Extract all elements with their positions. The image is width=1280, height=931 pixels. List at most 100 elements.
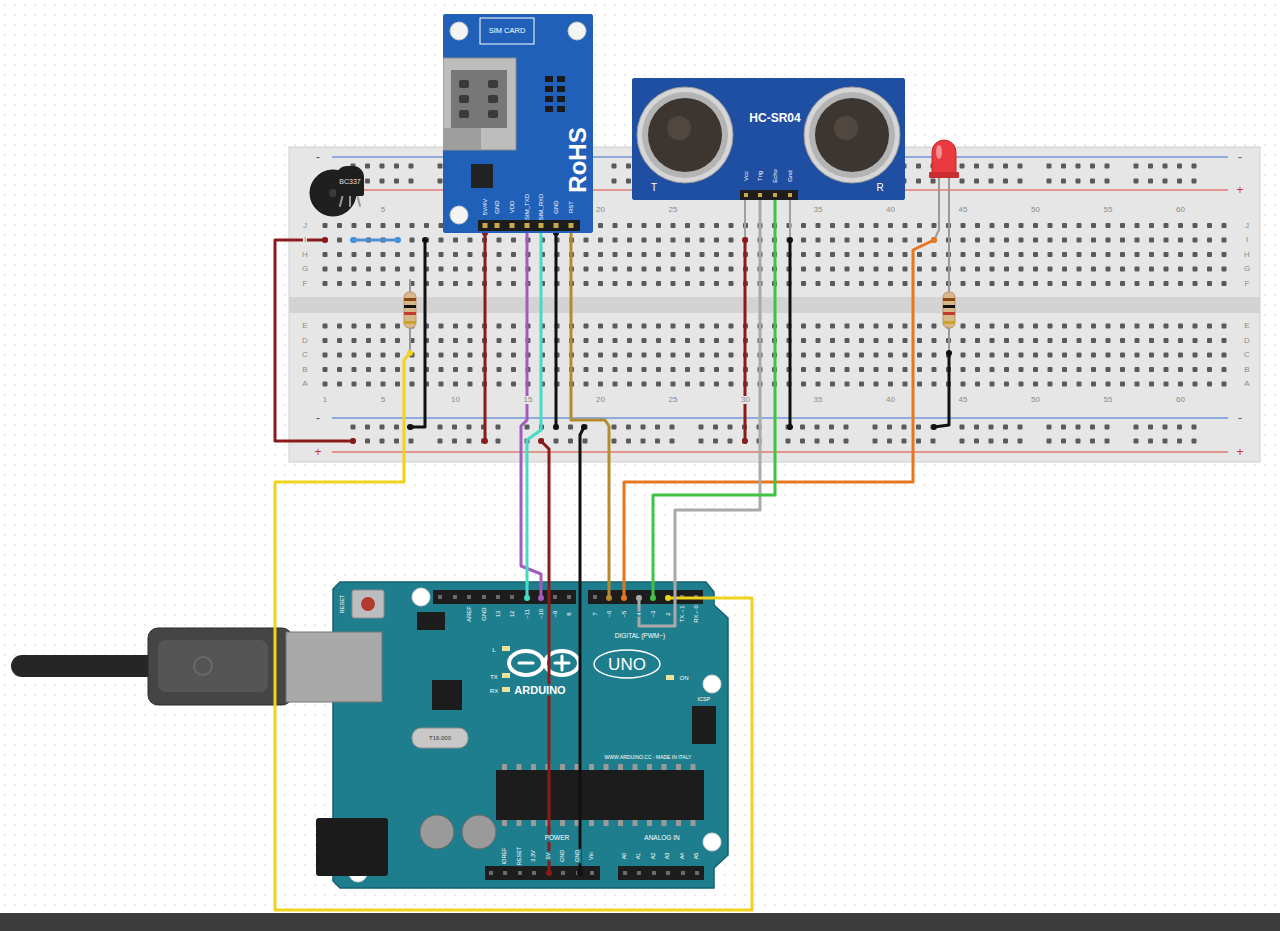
header-pin	[788, 193, 792, 197]
rail-hole	[887, 425, 892, 430]
breadboard-hole	[381, 367, 386, 372]
wire-end	[407, 350, 413, 356]
breadboard-hole	[1106, 353, 1111, 358]
breadboard-hole	[1207, 252, 1212, 257]
column-number: 35	[813, 396, 824, 404]
breadboard-hole	[627, 382, 632, 387]
column-number: 40	[885, 396, 896, 404]
row-letter: H	[1243, 251, 1251, 259]
breadboard-hole	[859, 382, 864, 387]
header-pin	[593, 595, 597, 599]
arduino-board: RESETAREFGND1312~11~10~987~6~54~32TX→1RX…	[333, 582, 728, 888]
breadboard-hole	[917, 267, 922, 272]
breadboard-hole	[627, 238, 632, 243]
breadboard-hole	[700, 238, 705, 243]
column-number: 45	[958, 396, 969, 404]
chip-pin	[517, 764, 522, 770]
breadboard-hole	[497, 367, 502, 372]
row-letter: G	[1243, 265, 1251, 273]
column-number: 20	[595, 206, 606, 214]
jumper-wire	[541, 441, 549, 873]
breadboard-hole	[453, 281, 458, 286]
breadboard-hole	[337, 252, 342, 257]
rail-hole	[380, 425, 385, 430]
breadboard-hole	[1149, 223, 1154, 228]
chip-pin	[691, 764, 696, 770]
header-pin	[518, 871, 522, 875]
breadboard-hole	[845, 267, 850, 272]
breadboard-hole	[1178, 382, 1183, 387]
breadboard-hole	[1207, 238, 1212, 243]
breadboard-hole	[1106, 238, 1111, 243]
chip-pin	[589, 764, 594, 770]
breadboard-hole	[337, 238, 342, 243]
breadboard-hole	[845, 367, 850, 372]
breadboard-hole	[1033, 382, 1038, 387]
breadboard-hole	[1033, 324, 1038, 329]
breadboard-hole	[1135, 324, 1140, 329]
breadboard-hole	[700, 353, 705, 358]
jumper-wire	[580, 427, 584, 873]
rail-hole	[931, 439, 936, 444]
rail-hole	[380, 179, 385, 184]
header-pin	[637, 871, 641, 875]
row-letter: C	[301, 351, 309, 359]
rail-hole	[467, 439, 472, 444]
breadboard-hole	[642, 353, 647, 358]
rail-hole	[1061, 179, 1066, 184]
breadboard-hole	[598, 223, 603, 228]
rail-hole	[351, 439, 356, 444]
smd-part	[545, 96, 553, 102]
column-number: 25	[668, 396, 679, 404]
rail-hole	[1163, 439, 1168, 444]
rail-hole	[1163, 425, 1168, 430]
breadboard-hole	[845, 223, 850, 228]
breadboard-hole	[917, 338, 922, 343]
mounting-hole	[568, 22, 586, 40]
signal-wire	[653, 200, 775, 582]
rail-hole	[351, 425, 356, 430]
breadboard-hole	[323, 281, 328, 286]
breadboard-hole	[1222, 223, 1227, 228]
wire-end	[422, 237, 428, 243]
rail-hole	[1003, 164, 1008, 169]
breadboard-hole	[453, 338, 458, 343]
rail-hole	[1163, 179, 1168, 184]
connectors	[521, 200, 775, 582]
wire-end	[650, 595, 656, 601]
breadboard-hole	[859, 324, 864, 329]
breadboard-hole	[584, 353, 589, 358]
rail-sign: +	[1235, 184, 1244, 196]
rail-sign: -	[1237, 151, 1243, 163]
breadboard-hole	[366, 281, 371, 286]
column-number: 5	[380, 396, 386, 404]
chip-pin	[647, 820, 652, 826]
breadboard-hole	[1135, 267, 1140, 272]
chip-pin	[531, 764, 536, 770]
reset-button	[352, 590, 384, 618]
breadboard-hole	[598, 338, 603, 343]
row-letter: B	[301, 366, 308, 374]
led-highlight	[936, 145, 942, 159]
header-pin	[590, 871, 594, 875]
chip-pin	[560, 764, 565, 770]
breadboard-hole	[729, 281, 734, 286]
breadboard-hole	[1135, 367, 1140, 372]
breadboard-hole	[468, 267, 473, 272]
breadboard-hole	[656, 252, 661, 257]
breadboard-hole	[1048, 252, 1053, 257]
breadboard-hole	[1091, 338, 1096, 343]
ultrasonic-sensor: HC-SR04TRVccTrigEchoGnd	[632, 78, 905, 200]
part-name: BC337	[339, 178, 360, 185]
breadboard-hole	[903, 338, 908, 343]
header-pin	[666, 871, 670, 875]
breadboard-hole	[975, 382, 980, 387]
breadboard-hole	[439, 338, 444, 343]
breadboard-hole	[1120, 223, 1125, 228]
breadboard-hole	[888, 338, 893, 343]
pin-label: GND	[553, 200, 559, 213]
breadboard-hole	[642, 267, 647, 272]
rail-hole	[583, 439, 588, 444]
pin-label: A3	[665, 852, 671, 861]
header-pin	[510, 595, 514, 599]
